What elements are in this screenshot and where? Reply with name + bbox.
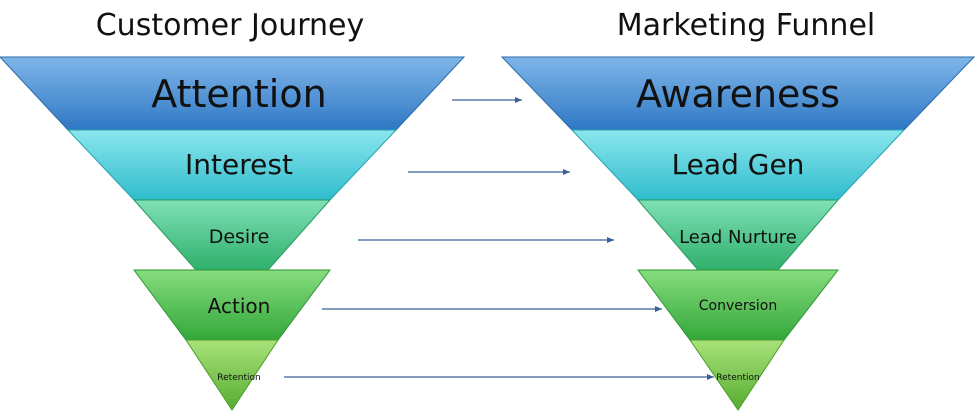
mf-level-5 bbox=[689, 339, 785, 411]
cj-label-3: Desire bbox=[209, 226, 270, 248]
cj-label-4: Action bbox=[208, 294, 271, 318]
cj-label-2: Interest bbox=[185, 148, 293, 181]
mf-label-5: Retention bbox=[716, 373, 759, 383]
cj-level-5 bbox=[185, 339, 279, 411]
mf-label-3: Lead Nurture bbox=[679, 227, 797, 248]
mf-label-1: Awareness bbox=[636, 72, 840, 116]
customer-journey-title: Customer Journey bbox=[95, 8, 365, 43]
cj-label-5: Retention bbox=[217, 373, 260, 383]
marketing-funnel: Awareness Lead Gen Lead Nurture Conversi… bbox=[500, 56, 976, 411]
mf-label-4: Conversion bbox=[699, 298, 778, 314]
customer-journey-funnel: Attention Interest Desire Action Retenti… bbox=[0, 56, 466, 411]
marketing-funnel-title: Marketing Funnel bbox=[616, 8, 876, 43]
cj-label-1: Attention bbox=[151, 72, 326, 116]
mf-label-2: Lead Gen bbox=[672, 148, 805, 181]
connector-arrows bbox=[284, 97, 714, 380]
